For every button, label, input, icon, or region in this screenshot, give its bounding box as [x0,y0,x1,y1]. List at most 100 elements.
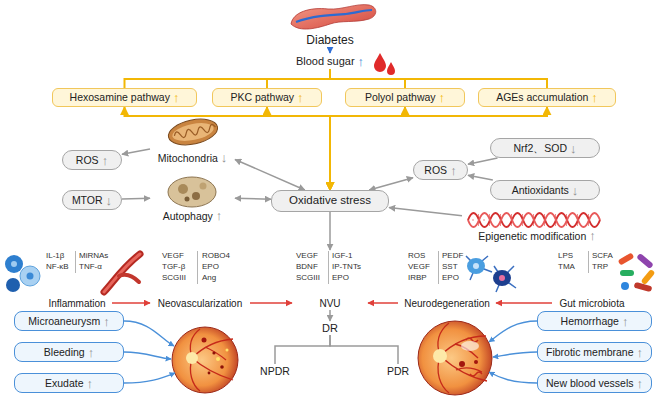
neuron-nucleus [473,263,479,269]
text-node: Epigenetic modification↑ [462,206,612,242]
dendrites [466,256,516,292]
trend-arrow: ↑ [589,229,596,242]
optic-disc [186,352,198,364]
text-node: DR [318,321,342,335]
trend-arrow: ↑ [450,164,457,177]
trend-arrow: ↑ [88,346,95,359]
connector-arrow [329,310,331,321]
hemorrhage-spot [474,360,478,364]
factor-item: EPO [202,263,219,271]
pathway-box: Polyol pathway↑ [345,88,465,107]
leader-line [493,352,537,357]
connector-arrow [329,49,331,53]
category-column: VEGFIGF-1BDNFIP-TNTsSCGIIIEPONVU [292,250,368,310]
node-label: Hexosamine pathway [70,91,170,103]
bleeding-spot [202,338,207,343]
column-divider [75,251,76,273]
node-label: DR [322,322,338,335]
connector-arrow [267,69,330,88]
immune-cell [5,255,23,273]
neuron-illustration [466,256,516,292]
bacterium [641,269,656,285]
category-label: NVU [282,298,378,310]
text-node: Blood sugar↑ [292,53,368,69]
optic-disc [433,349,447,363]
node-label: Exudate [45,377,84,389]
category-label: Inflammation [32,298,122,310]
immune-cell [6,278,20,292]
trend-arrow: ↑ [637,346,644,359]
bacterium [621,282,629,290]
factor-item: TRP [592,263,608,271]
vessel-wall [104,254,140,292]
trend-arrow: ↓ [106,194,113,207]
connector-arrow [125,69,331,88]
connector-arrow [329,212,331,250]
immune-cells-illustration [5,255,40,292]
node-label: Blood sugar [296,55,355,68]
vesicle [178,184,188,194]
retina [172,327,238,393]
pancreas-illustration [291,5,376,29]
trend-arrow: ↑ [358,55,365,68]
node-label: PKC pathway [230,91,294,103]
category-label: Neurodegeneration [388,298,506,310]
mitochondrion-outer [166,115,220,149]
exudate-spot [226,349,229,352]
leader-line [124,373,175,383]
factor-item: IGF-1 [332,252,352,260]
leader-line [489,321,537,342]
text-node: Autophagy↑ [150,172,235,222]
factor-item: IRBP [408,274,427,282]
factor-item: ROS [408,252,425,260]
node-label: ROS [76,154,99,166]
column-divider [328,251,329,284]
category-column: IL-1βMiRNAsNF-κBTNF-αInflammation [42,250,112,310]
factor-item: VEGF [408,263,430,271]
category-column: VEGFROBO4TGF-βEPOSCGIIIAngNeovasculariza… [150,250,250,310]
hemorrhage-spot [459,361,465,367]
vesicle [185,197,190,202]
node-label: Autophagy [163,210,213,222]
node-label: Bleeding [44,346,85,358]
lesion-box: Hemorrhage↑ [537,311,652,331]
lesion-box: Microaneurysm↑ [14,311,124,331]
trend-arrow: ↑ [87,377,94,390]
text-node: PDR [384,364,412,378]
mitochondria-illustration [166,115,220,149]
fibrotic-membrane [461,341,479,351]
factor-box: Nrf2、SOD↓ [490,138,600,158]
trend-arrow: ↑ [622,315,629,328]
connector-arrow [125,107,331,190]
microaneurysm-dot [208,372,211,375]
leader-line [124,352,171,359]
pancreatic-duct [296,10,372,22]
trend-arrow: ↑ [173,91,180,104]
autophagosome [168,177,216,207]
lesion-box: Bleeding↑ [14,342,124,362]
factor-item: LPS [558,252,573,260]
leader-line [124,321,174,346]
neuron-nucleus [499,275,505,281]
text-node: Diabetes [285,33,375,49]
factor-box: Antioxidants↓ [490,180,600,200]
pathway-box: PKC pathway↑ [212,88,322,107]
node-label: Polyol pathway [365,91,436,103]
factor-box: Oxidative stress [271,190,389,212]
node-label: Mitochondria [158,152,218,164]
autophagy-illustration [168,177,216,207]
bacterium [636,253,654,269]
exudate-spot [216,357,220,361]
trend-arrow: ↑ [591,91,598,104]
progression-arrow [250,302,292,304]
vessel-lumen [104,254,140,292]
factor-item: TGF-β [162,263,185,271]
category-label: Gut microbiota [542,298,642,310]
factor-item: ROBO4 [202,252,230,260]
trend-arrow: ↓ [570,142,577,155]
progression-arrow [368,302,398,304]
trend-arrow: ↑ [297,91,304,104]
node-label: Fibrotic membrane [546,346,634,358]
connector-arrow [275,335,330,364]
